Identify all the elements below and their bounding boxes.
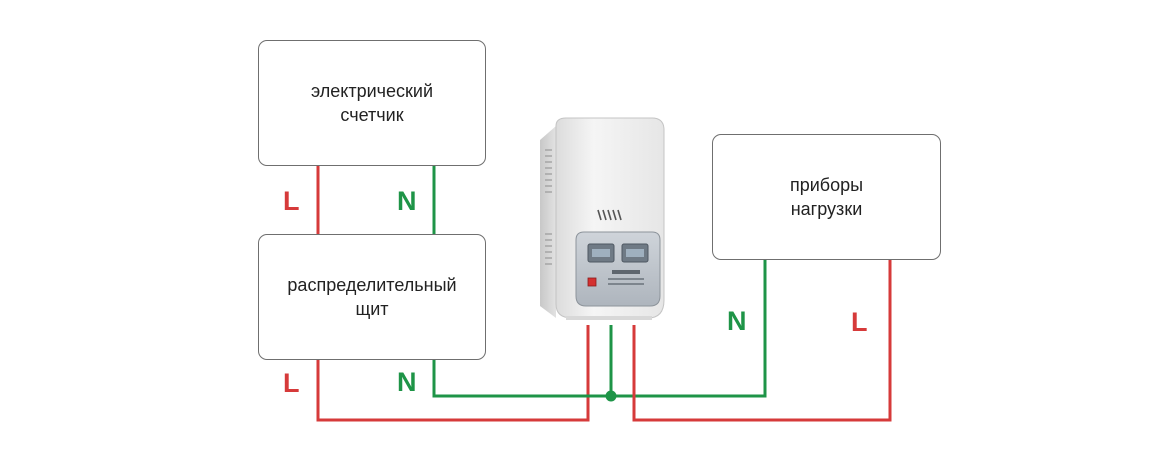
wire-L-stabilizer-to-load [632,260,892,422]
load-devices-label-line2: нагрузки [790,199,863,219]
voltage-stabilizer-device [540,117,665,320]
electric-meter-label: электрический счетчик [311,79,433,127]
wire-L-panel-to-stabilizer [316,325,590,422]
distribution-panel-label-line1: распределительный [287,275,457,295]
distribution-panel-label-line2: щит [355,299,389,319]
phase-label-panel: L [283,368,300,398]
load-devices-label: приборы нагрузки [790,173,863,221]
wire-N-bus [432,260,767,398]
electric-meter-box: электрический счетчик [258,40,486,166]
electric-meter-label-line1: электрический [310,81,434,101]
distribution-panel-label: распределительный щит [287,273,456,321]
phase-label-load: L [851,307,868,337]
phase-label-meter: L [283,186,300,216]
load-devices-label-line1: приборы [789,175,864,195]
distribution-panel-box: распределительный щит [258,234,486,360]
neutral-label-panel: N [397,367,417,397]
neutral-junction-dot [605,390,617,402]
neutral-label-load: N [727,306,747,336]
load-devices-box: приборы нагрузки [712,134,941,260]
electric-meter-label-line2: счетчик [340,105,404,125]
neutral-label-meter: N [397,186,417,216]
